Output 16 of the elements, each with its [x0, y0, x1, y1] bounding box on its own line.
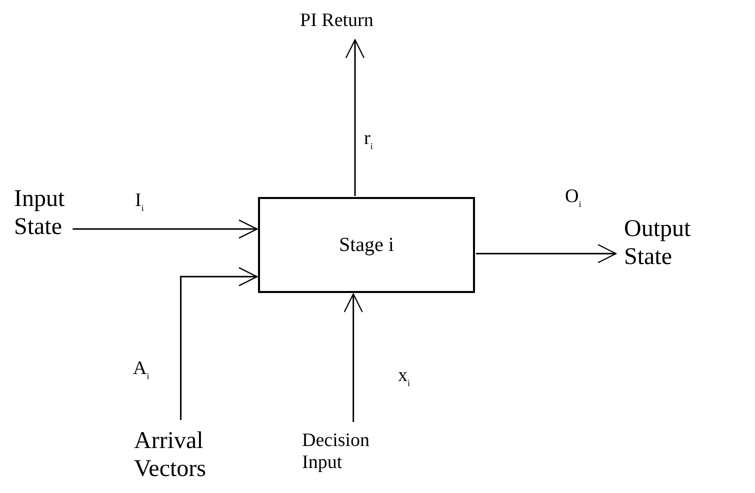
node-label: Input State	[14, 186, 65, 242]
node-label: Output State	[624, 216, 691, 272]
edge-label: O$_{i}$	[565, 186, 582, 209]
node-label: Decision Input	[302, 430, 370, 474]
edge-label: I$_{i}$	[135, 190, 144, 213]
arrow	[345, 39, 365, 196]
arrow	[344, 293, 363, 422]
arrow	[180, 267, 258, 420]
edge-label: A$_{i}$	[133, 358, 150, 381]
edge-label: x$_{i}$	[398, 365, 410, 388]
arrow	[476, 244, 617, 264]
node-label: Arrival Vectors	[134, 428, 206, 484]
edge-label: r$_{i}$	[364, 128, 373, 151]
process-box: Stage i	[258, 197, 475, 293]
node-label: PI Return	[300, 10, 374, 32]
arrow	[72, 219, 258, 239]
